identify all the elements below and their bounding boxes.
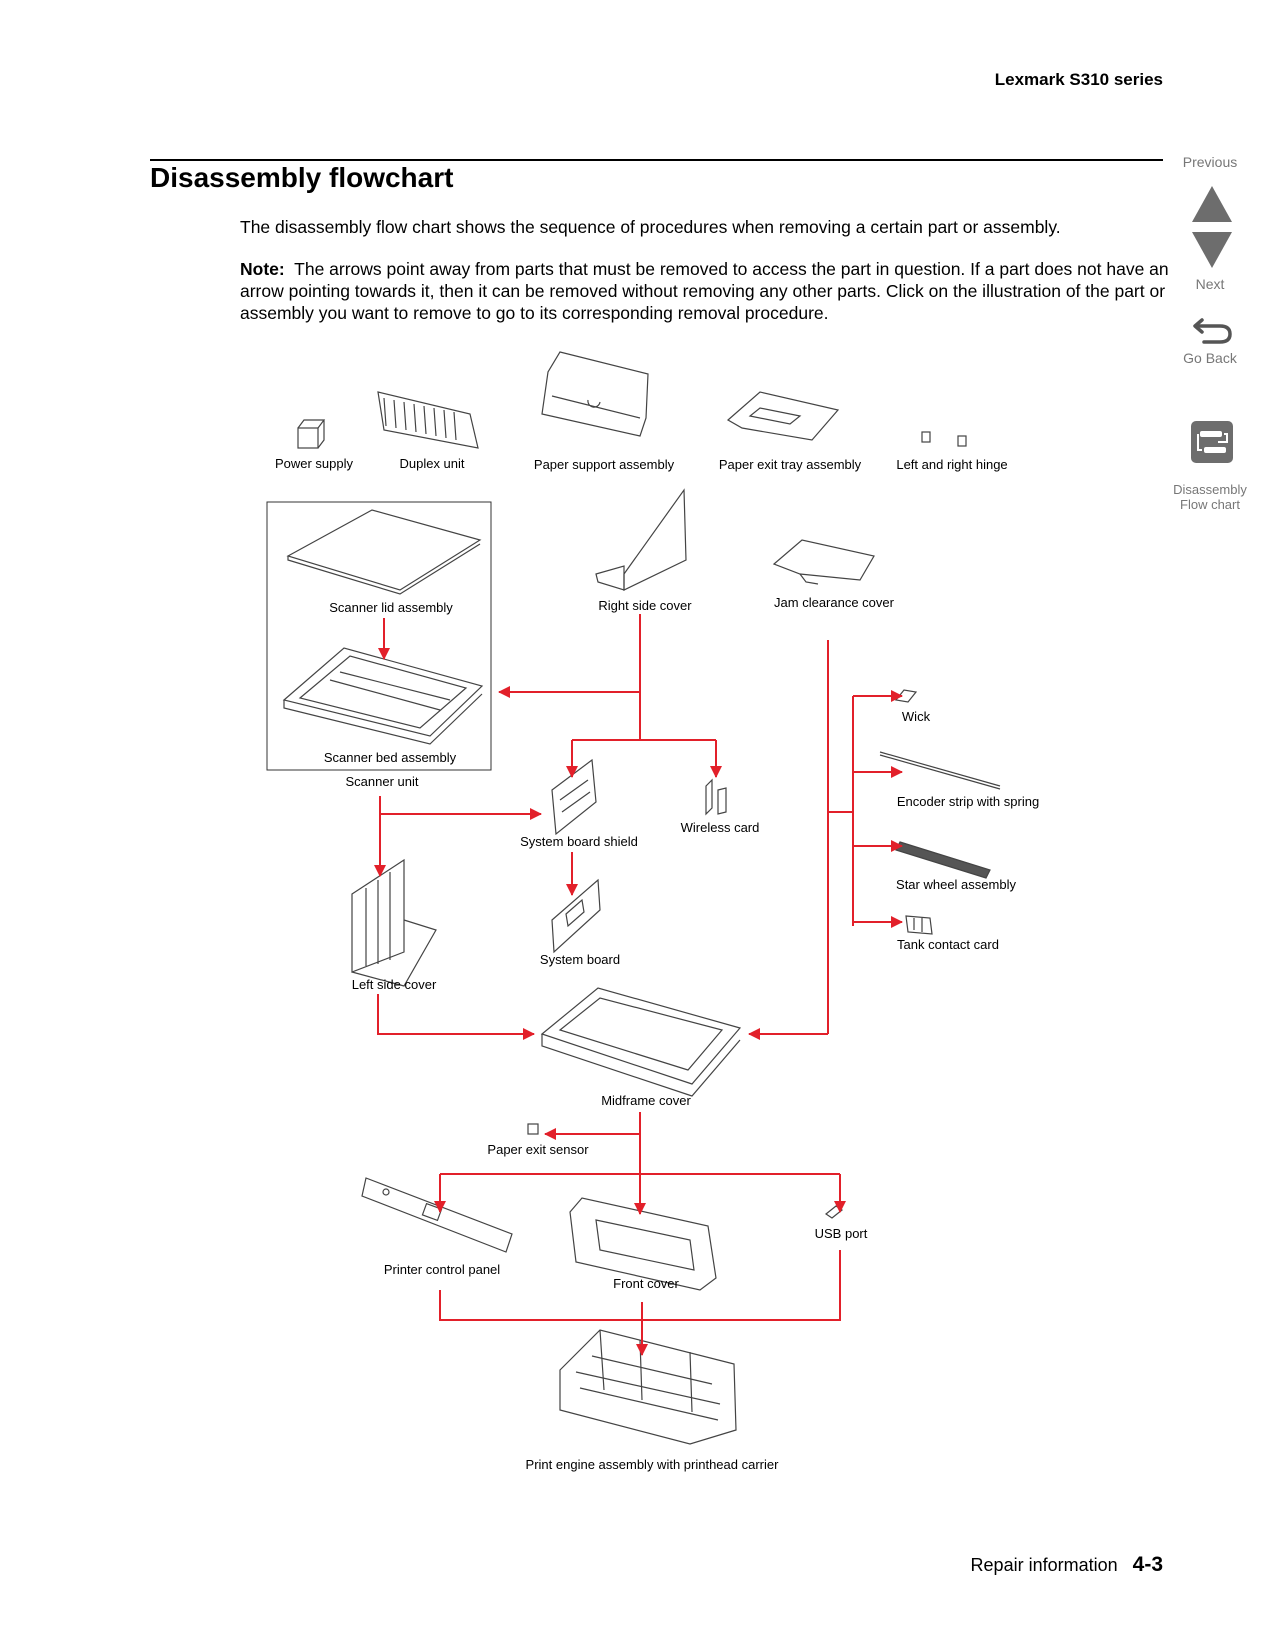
label-print-engine[interactable]: Print engine assembly with printhead car… — [525, 1457, 779, 1472]
label-paper-exit-tray[interactable]: Paper exit tray assembly — [718, 457, 862, 472]
paper-support-illustration — [541, 351, 649, 437]
tank-contact-illustration — [905, 915, 933, 935]
label-paper-exit-sensor[interactable]: Paper exit sensor — [487, 1142, 589, 1157]
left-side-cover-illustration — [351, 858, 437, 987]
flowchart-link[interactable]: Disassembly Flow chart — [1160, 482, 1260, 512]
scanner-unit-frame — [266, 501, 492, 771]
page-title: Disassembly flowchart — [150, 162, 454, 193]
go-back-link[interactable]: Go Back — [1183, 350, 1237, 366]
note-label: Note: — [240, 259, 285, 279]
label-midframe-cover[interactable]: Midframe cover — [601, 1093, 691, 1108]
note-text: The arrows point away from parts that mu… — [240, 259, 1169, 323]
scanner-bed-illustration — [282, 647, 484, 745]
next-triangle-icon[interactable] — [1190, 230, 1234, 270]
label-jam-clearance[interactable]: Jam clearance cover — [774, 595, 894, 610]
label-system-board-shield[interactable]: System board shield — [520, 834, 638, 849]
arrow-left-cover-to-midframe — [377, 994, 535, 1040]
paper-exit-sensor-illustration — [527, 1123, 539, 1135]
go-back-icon[interactable] — [1192, 312, 1236, 348]
previous-link[interactable]: Previous — [1182, 154, 1238, 170]
label-usb-port[interactable]: USB port — [814, 1226, 868, 1241]
label-front-cover[interactable]: Front cover — [613, 1276, 679, 1291]
front-cover-illustration — [569, 1197, 717, 1291]
hinge-illustration — [921, 431, 967, 447]
wireless-card-illustration — [705, 778, 727, 816]
flowchart-link-line2: Flow chart — [1180, 497, 1240, 512]
label-wick[interactable]: Wick — [901, 709, 931, 724]
label-hinge[interactable]: Left and right hinge — [896, 457, 1008, 472]
label-power-supply[interactable]: Power supply — [274, 456, 354, 471]
label-scanner-unit[interactable]: Scanner unit — [345, 774, 419, 789]
flowchart-link-line1: Disassembly — [1173, 482, 1247, 497]
label-duplex-unit[interactable]: Duplex unit — [399, 456, 465, 471]
label-tank-contact[interactable]: Tank contact card — [897, 937, 999, 952]
system-board-shield-illustration — [551, 758, 597, 836]
label-control-panel[interactable]: Printer control panel — [383, 1262, 501, 1277]
label-right-side-cover[interactable]: Right side cover — [598, 598, 692, 613]
flowchart-icon[interactable] — [1190, 420, 1234, 464]
footer: Repair information 4-3 — [971, 1553, 1163, 1577]
system-board-illustration — [551, 878, 601, 954]
label-wireless-card[interactable]: Wireless card — [680, 820, 760, 835]
label-paper-support[interactable]: Paper support assembly — [533, 457, 675, 472]
label-system-board[interactable]: System board — [539, 952, 621, 967]
encoder-strip-illustration — [879, 751, 1001, 790]
scanner-lid-illustration — [286, 509, 482, 595]
label-scanner-bed[interactable]: Scanner bed assembly — [323, 750, 457, 765]
jam-clearance-illustration — [772, 539, 875, 585]
series-title: Lexmark S310 series — [994, 70, 1163, 89]
print-engine-illustration — [559, 1329, 737, 1445]
star-wheel-illustration — [895, 841, 991, 879]
power-supply-illustration — [297, 419, 326, 449]
intro-text: The disassembly flow chart shows the seq… — [240, 217, 1061, 237]
footer-section: Repair information — [970, 1555, 1118, 1575]
label-scanner-lid[interactable]: Scanner lid assembly — [329, 600, 453, 615]
line-bottom-collector — [439, 1250, 841, 1321]
footer-page-number: 4-3 — [1132, 1553, 1163, 1576]
label-left-side-cover[interactable]: Left side cover — [351, 977, 437, 992]
midframe-cover-illustration — [540, 987, 742, 1097]
label-star-wheel[interactable]: Star wheel assembly — [896, 877, 1016, 892]
control-panel-illustration — [361, 1177, 513, 1253]
next-link[interactable]: Next — [1195, 276, 1225, 292]
duplex-unit-illustration — [377, 391, 479, 449]
note-paragraph: Note: The arrows point away from parts t… — [240, 258, 1170, 324]
label-encoder-strip[interactable]: Encoder strip with spring — [896, 794, 1040, 809]
paper-exit-tray-illustration — [726, 391, 840, 441]
right-side-cover-illustration — [595, 488, 687, 591]
previous-triangle-icon[interactable] — [1190, 184, 1234, 224]
title-rule — [150, 159, 1163, 161]
